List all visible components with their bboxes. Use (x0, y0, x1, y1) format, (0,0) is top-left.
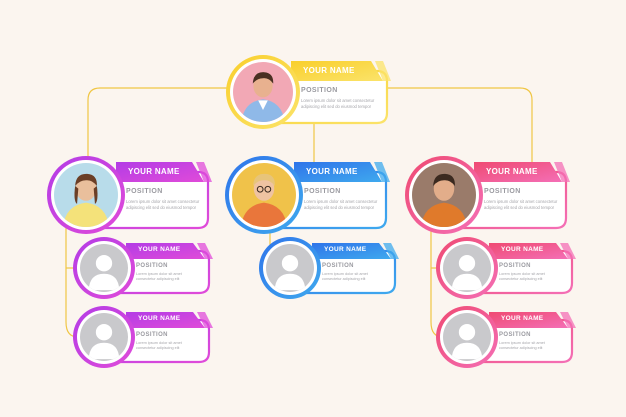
description-line: adipiscing elit sed do eiusmod tempor (484, 204, 555, 210)
user-placeholder-icon (443, 313, 491, 361)
position-label: POSITION (322, 263, 354, 269)
user-placeholder-icon (80, 244, 128, 292)
node-right: YOUR NAME POSITION Lorem ipsum dolor sit a… (405, 156, 570, 234)
name-label: YOUR NAME (486, 167, 538, 176)
position-label: POSITION (301, 87, 338, 94)
position-label: POSITION (499, 332, 531, 338)
position-label: POSITION (499, 263, 531, 269)
description-line: adipiscing elit sed do eiusmod tempor (301, 103, 372, 109)
name-label: YOUR NAME (138, 246, 181, 253)
description-line: consectetur adipiscing elit (499, 346, 543, 351)
node-center: YOUR NAME POSITION Lorem ipsum dolor sit a… (225, 156, 390, 234)
description-line: Lorem ipsum dolor sit amet (322, 272, 368, 276)
node-left-sub1: YOUR NAME POSITION Lorem ipsum dolor sit a… (73, 237, 213, 299)
description-line: consectetur adipiscing elit (136, 346, 180, 351)
position-label: POSITION (126, 188, 163, 195)
position-label: POSITION (136, 263, 168, 269)
avatar (54, 163, 118, 227)
position-label: POSITION (136, 332, 168, 338)
name-label: YOUR NAME (324, 246, 367, 253)
connector-root-left (87, 87, 232, 160)
description-line: Lorem ipsum dolor sit amet (136, 341, 182, 345)
name-label: YOUR NAME (306, 167, 358, 176)
description-line: consectetur adipiscing elit (136, 277, 180, 282)
description-line: Lorem ipsum dolor sit amet (136, 272, 182, 276)
description-line: adipiscing elit sed do eiusmod tempor (126, 204, 197, 210)
description-line: adipiscing elit sed do eiusmod tempor (304, 204, 375, 210)
description-line: consectetur adipiscing elit (322, 277, 366, 282)
description-line: consectetur adipiscing elit (499, 277, 543, 282)
name-label: YOUR NAME (128, 167, 180, 176)
node-root: YOUR NAME POSITION Lorem ipsum dolor sit a… (226, 55, 391, 129)
name-label: YOUR NAME (138, 315, 181, 322)
description-line: Lorem ipsum dolor sit amet consectetur (304, 199, 378, 204)
user-placeholder-icon (266, 244, 314, 292)
node-center-sub1: YOUR NAME POSITION Lorem ipsum dolor sit a… (259, 237, 399, 299)
description-line: Lorem ipsum dolor sit amet consectetur (484, 199, 558, 204)
user-placeholder-icon (80, 313, 128, 361)
avatar (233, 62, 293, 122)
node-left-sub2: YOUR NAME POSITION Lorem ipsum dolor sit a… (73, 306, 213, 368)
description-line: Lorem ipsum dolor sit amet (499, 341, 545, 345)
description-line: Lorem ipsum dolor sit amet consectetur (126, 199, 200, 204)
description-line: Lorem ipsum dolor sit amet (499, 272, 545, 276)
node-left: YOUR NAME POSITION Lorem ipsum dolor sit a… (47, 156, 212, 234)
connector-root-right (294, 87, 533, 165)
avatar (412, 163, 476, 227)
description-line: Lorem ipsum dolor sit amet consectetur (301, 98, 375, 103)
node-right-sub2: YOUR NAME POSITION Lorem ipsum dolor sit a… (436, 306, 576, 368)
position-label: POSITION (484, 188, 521, 195)
user-placeholder-icon (443, 244, 491, 292)
position-label: POSITION (304, 188, 341, 195)
node-right-sub1: YOUR NAME POSITION Lorem ipsum dolor sit a… (436, 237, 576, 299)
avatar (232, 163, 296, 227)
name-label: YOUR NAME (501, 315, 544, 322)
name-label: YOUR NAME (303, 66, 355, 75)
name-label: YOUR NAME (501, 246, 544, 253)
